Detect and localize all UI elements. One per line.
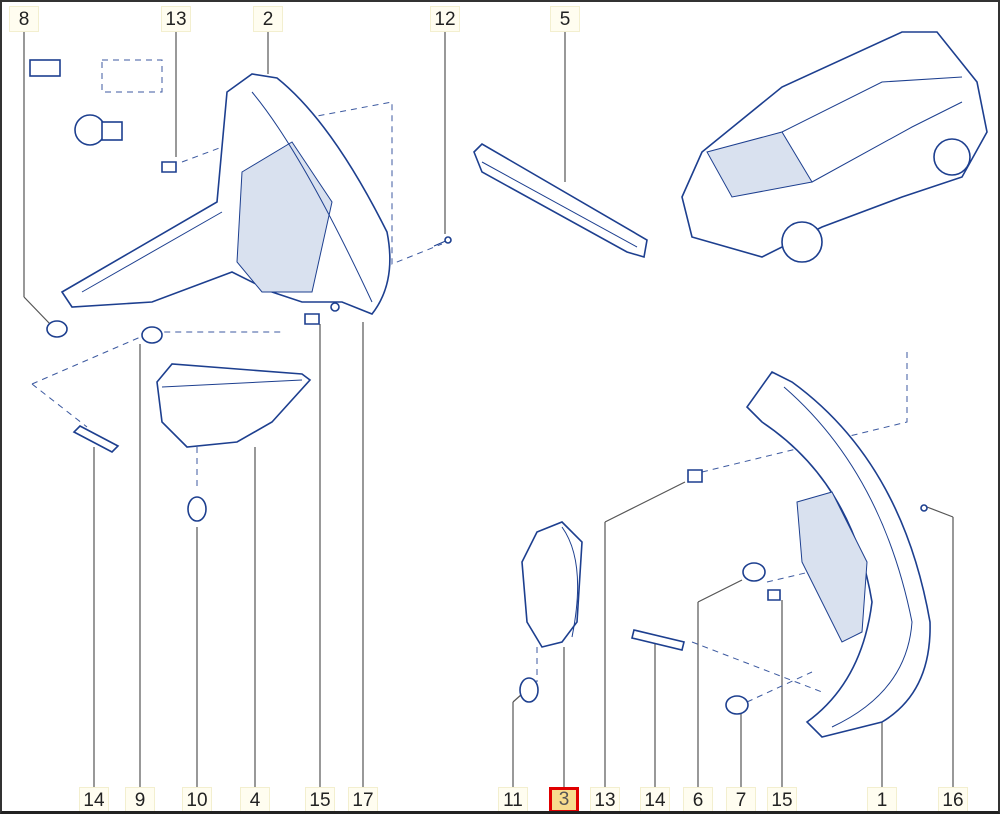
callout-12[interactable]: 12: [430, 6, 460, 32]
callout-14[interactable]: 14: [640, 787, 670, 811]
callout-5[interactable]: 5: [550, 6, 580, 32]
callout-8[interactable]: 8: [9, 6, 39, 32]
callout-9[interactable]: 9: [125, 787, 155, 811]
reflector-4: [156, 363, 312, 448]
bulbs-right: [519, 469, 928, 715]
leader-lines: [23, 32, 954, 787]
brake-light-5: [473, 142, 648, 259]
callout-6[interactable]: 6: [683, 787, 713, 811]
callout-14[interactable]: 14: [79, 787, 109, 811]
callout-13[interactable]: 13: [161, 6, 191, 32]
callout-2[interactable]: 2: [253, 6, 283, 32]
callout-13[interactable]: 13: [590, 787, 620, 811]
callout-3[interactable]: 3: [549, 787, 579, 811]
callout-16[interactable]: 16: [938, 787, 968, 811]
callout-15[interactable]: 15: [767, 787, 797, 811]
callout-4[interactable]: 4: [240, 787, 270, 811]
car-illustration: [681, 31, 988, 263]
callout-15[interactable]: 15: [305, 787, 335, 811]
callout-17[interactable]: 17: [348, 787, 378, 811]
tail-lamp-1: [745, 370, 931, 738]
screw-12: [433, 236, 452, 247]
reflector-3: [521, 521, 583, 648]
callout-11[interactable]: 11: [498, 787, 528, 811]
callout-1[interactable]: 1: [867, 787, 897, 811]
callout-7[interactable]: 7: [726, 787, 756, 811]
bulbs-left: [46, 302, 340, 522]
bulb-8: [29, 59, 123, 146]
clip-13: [161, 161, 177, 173]
tail-lamp-2: [60, 73, 391, 315]
callout-10[interactable]: 10: [182, 787, 212, 811]
